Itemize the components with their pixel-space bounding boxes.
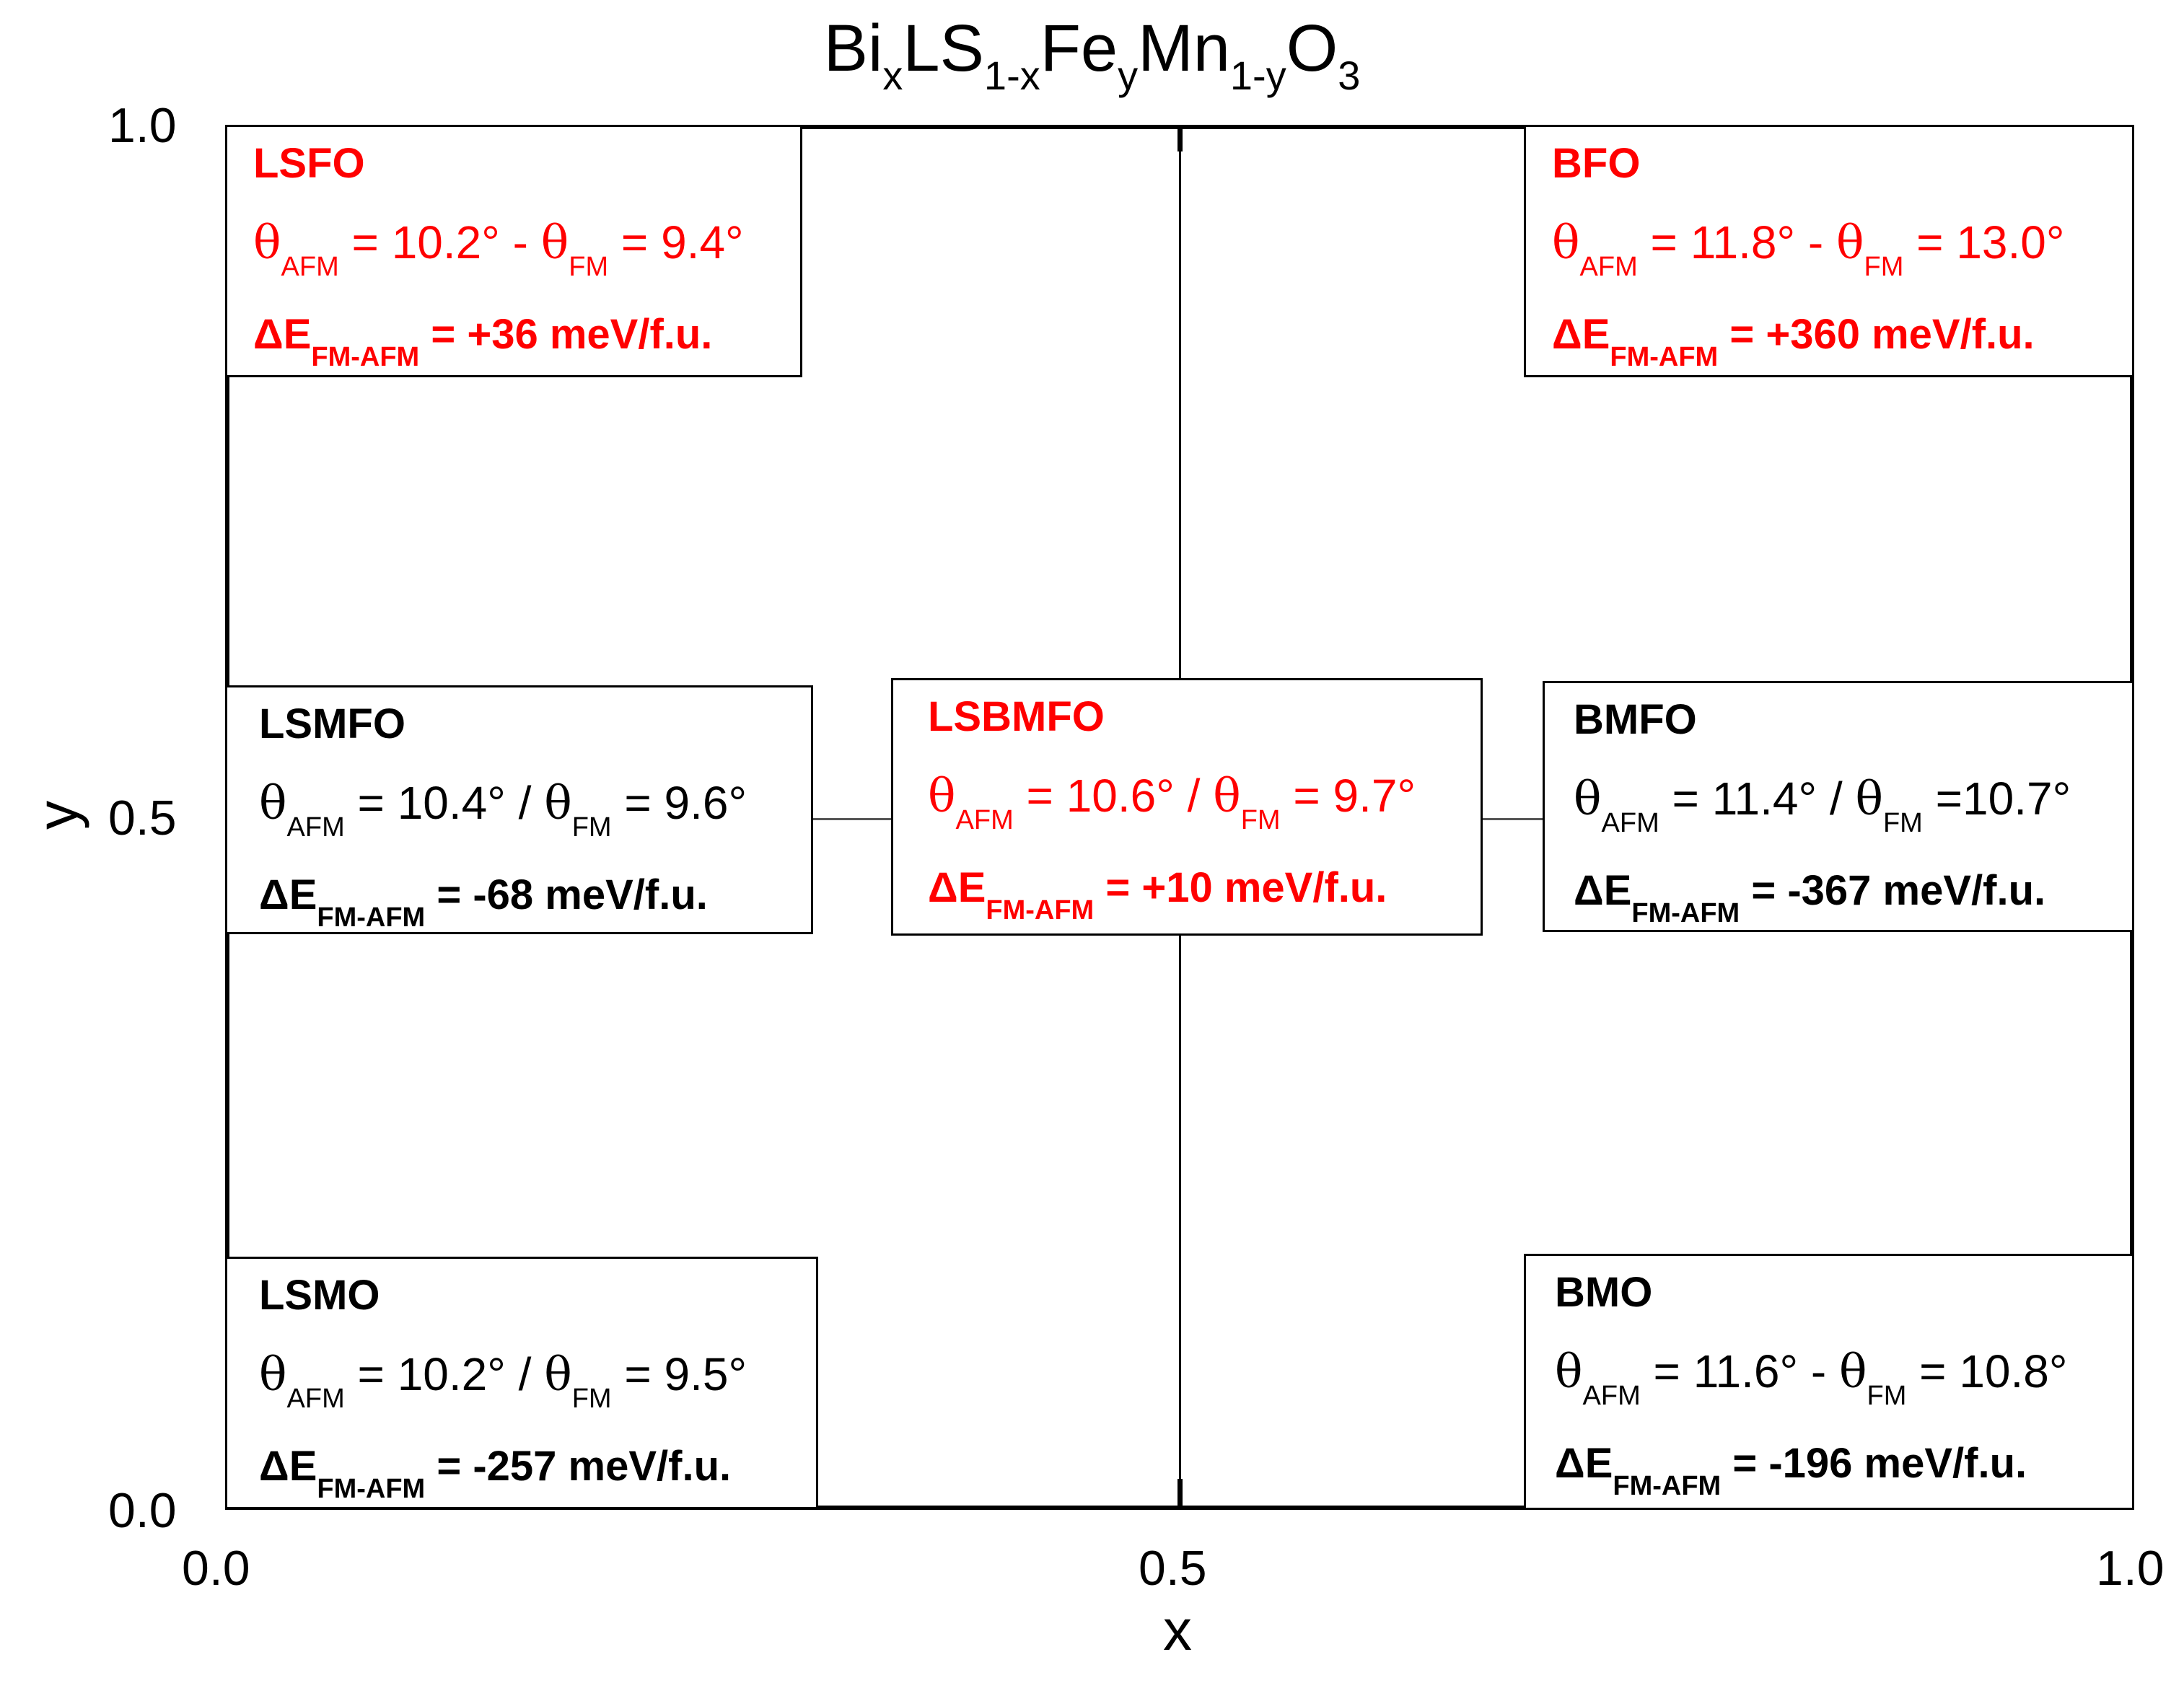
box-lsmfo: LSMFO θAFM = 10.4° / θFM = 9.6° ΔEFM-AFM… — [225, 685, 813, 934]
x-tick-mid-top — [1177, 127, 1183, 151]
box-lsfo-name: LSFO — [253, 140, 365, 187]
box-bmo-theta: θAFM = 11.6° - θFM = 10.8° — [1555, 1345, 2068, 1411]
box-bfo-name: BFO — [1552, 140, 1641, 187]
box-lsbmfo-theta: θAFM = 10.6° / θFM = 9.7° — [928, 770, 1416, 835]
box-lsmfo-name: LSMFO — [259, 700, 405, 747]
box-lsmo-name: LSMO — [259, 1272, 380, 1319]
box-lsmfo-theta: θAFM = 10.4° / θFM = 9.6° — [259, 777, 747, 843]
box-bfo: BFO θAFM = 11.8° - θFM = 13.0° ΔEFM-AFM … — [1524, 125, 2134, 377]
box-bmfo: BMFO θAFM = 11.4° / θFM =10.7° ΔEFM-AFM … — [1543, 681, 2134, 932]
y-axis-label: y — [25, 801, 89, 830]
box-bfo-theta: θAFM = 11.8° - θFM = 13.0° — [1552, 216, 2065, 282]
diagram-title: BixLS1-xFeyMn1-yO3 — [823, 12, 1361, 98]
box-lsbmfo-energy: ΔEFM-AFM = +10 meV/f.u. — [928, 864, 1387, 926]
box-lsfo: LSFO θAFM = 10.2° - θFM = 9.4° ΔEFM-AFM … — [225, 125, 802, 377]
box-lsbmfo-name: LSBMFO — [928, 693, 1105, 740]
box-bmo: BMO θAFM = 11.6° - θFM = 10.8° ΔEFM-AFM … — [1524, 1254, 2134, 1510]
x-tick-mid-bottom — [1177, 1479, 1183, 1508]
box-lsmo-theta: θAFM = 10.2° / θFM = 9.5° — [259, 1348, 747, 1414]
box-lsmfo-energy: ΔEFM-AFM = -68 meV/f.u. — [259, 871, 708, 933]
box-lsmo: LSMO θAFM = 10.2° / θFM = 9.5° ΔEFM-AFM … — [225, 1257, 818, 1509]
box-lsfo-energy: ΔEFM-AFM = +36 meV/f.u. — [253, 311, 713, 372]
box-lsmo-energy: ΔEFM-AFM = -257 meV/f.u. — [259, 1443, 732, 1504]
x-tick-label-right: 1.0 — [2096, 1541, 2165, 1596]
box-bmfo-name: BMFO — [1574, 696, 1697, 743]
y-tick-label-mid: 0.5 — [108, 791, 177, 845]
box-lsfo-theta: θAFM = 10.2° - θFM = 9.4° — [253, 216, 744, 282]
y-tick-label-top: 1.0 — [108, 98, 177, 153]
box-bmo-energy: ΔEFM-AFM = -196 meV/f.u. — [1555, 1440, 2027, 1501]
box-bmo-name: BMO — [1555, 1269, 1653, 1316]
box-bfo-energy: ΔEFM-AFM = +360 meV/f.u. — [1552, 311, 2035, 372]
x-tick-label-left: 0.0 — [182, 1541, 250, 1596]
box-lsbmfo: LSBMFO θAFM = 10.6° / θFM = 9.7° ΔEFM-AF… — [891, 678, 1483, 936]
y-tick-label-bottom: 0.0 — [108, 1483, 177, 1538]
box-bmfo-theta: θAFM = 11.4° / θFM =10.7° — [1574, 773, 2071, 838]
x-tick-label-mid: 0.5 — [1139, 1541, 1207, 1596]
x-axis-label: x — [1163, 1598, 1192, 1662]
box-bmfo-energy: ΔEFM-AFM = -367 meV/f.u. — [1574, 867, 2046, 928]
